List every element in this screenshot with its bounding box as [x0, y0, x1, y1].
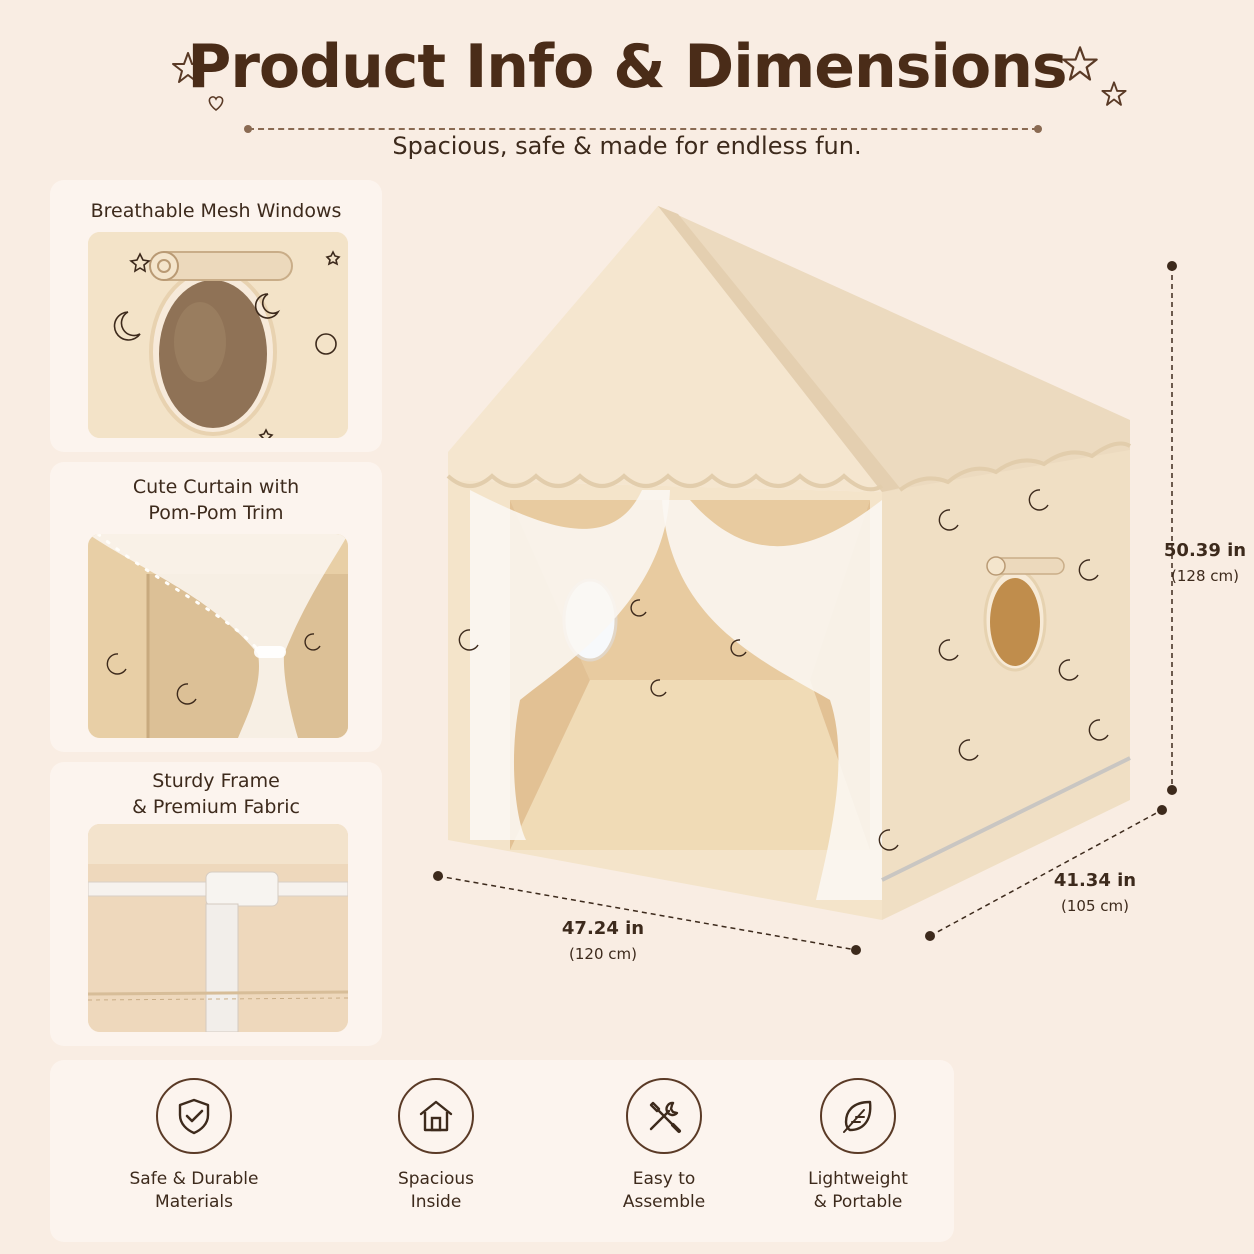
feature-icon-circle	[398, 1078, 474, 1154]
feature-spacious: Spacious Inside	[346, 1078, 526, 1214]
title-divider	[244, 125, 1042, 133]
width-dimension: 47.24 in (120 cm)	[548, 918, 658, 963]
tools-icon	[649, 1101, 681, 1133]
card-title-line1: Sturdy Frame	[152, 770, 280, 792]
depth-dimension-cm: (105 cm)	[1061, 897, 1129, 915]
feature-label-line2: Inside	[410, 1192, 462, 1212]
feature-label-line1: Easy to	[632, 1169, 696, 1189]
leaf-icon	[843, 1100, 872, 1133]
card-title-line2: & Premium Fabric	[132, 796, 300, 818]
dimension-lines	[433, 261, 1177, 955]
feature-label-line2: & Portable	[813, 1192, 903, 1212]
card-title: Cute Curtain with Pom-Pom Trim	[50, 474, 382, 526]
star-icon	[1062, 46, 1098, 81]
page-subtitle: Spacious, safe & made for endless fun.	[392, 132, 862, 160]
width-dimension-cm: (120 cm)	[569, 945, 637, 963]
feature-label: Lightweight & Portable	[768, 1168, 948, 1214]
feature-card-mesh-windows: Breathable Mesh Windows	[50, 180, 382, 452]
shield-check-icon	[178, 1098, 210, 1135]
feature-icon-circle	[156, 1078, 232, 1154]
star-icon	[172, 52, 204, 83]
feature-label-line1: Safe & Durable	[129, 1169, 259, 1189]
feature-label-line2: Assemble	[622, 1192, 706, 1212]
feature-label: Safe & Durable Materials	[104, 1168, 284, 1214]
feature-card-curtain: Cute Curtain with Pom-Pom Trim	[50, 462, 382, 752]
mesh-window-photo	[88, 232, 348, 438]
feature-card-frame: Sturdy Frame & Premium Fabric	[50, 762, 382, 1046]
height-dimension-cm: (128 cm)	[1171, 567, 1239, 585]
feature-icon-circle	[820, 1078, 896, 1154]
feature-label-line1: Lightweight	[808, 1169, 908, 1189]
card-title: Breathable Mesh Windows	[90, 200, 342, 222]
card-title-line2: Pom-Pom Trim	[148, 502, 284, 524]
depth-dimension: 41.34 in (105 cm)	[1040, 870, 1150, 915]
feature-label-line1: Spacious	[397, 1169, 475, 1189]
height-dimension: 50.39 in (128 cm)	[1150, 540, 1254, 585]
feature-label-line2: Materials	[155, 1192, 233, 1212]
star-icon	[1101, 81, 1127, 106]
feature-label: Easy to Assemble	[574, 1168, 754, 1214]
depth-dimension-in: 41.34 in	[1053, 870, 1137, 891]
feature-icon-circle	[626, 1078, 702, 1154]
heart-icon	[208, 96, 224, 112]
card-title-line1: Cute Curtain with	[132, 476, 300, 498]
tent-illustration	[446, 206, 1131, 920]
feature-safe-durable: Safe & Durable Materials	[104, 1078, 284, 1214]
feature-label: Spacious Inside	[346, 1168, 526, 1214]
house-icon	[419, 1100, 453, 1132]
card-title: Sturdy Frame & Premium Fabric	[50, 768, 382, 820]
width-dimension-in: 47.24 in	[561, 918, 645, 939]
feature-strip: Safe & Durable Materials Spacious Inside	[50, 1060, 954, 1242]
height-dimension-in: 50.39 in	[1163, 540, 1247, 561]
curtain-photo	[88, 534, 348, 738]
feature-lightweight: Lightweight & Portable	[768, 1078, 948, 1214]
page-title: Product Info & Dimensions	[187, 32, 1067, 102]
frame-photo	[88, 824, 348, 1032]
feature-easy-assemble: Easy to Assemble	[574, 1078, 754, 1214]
